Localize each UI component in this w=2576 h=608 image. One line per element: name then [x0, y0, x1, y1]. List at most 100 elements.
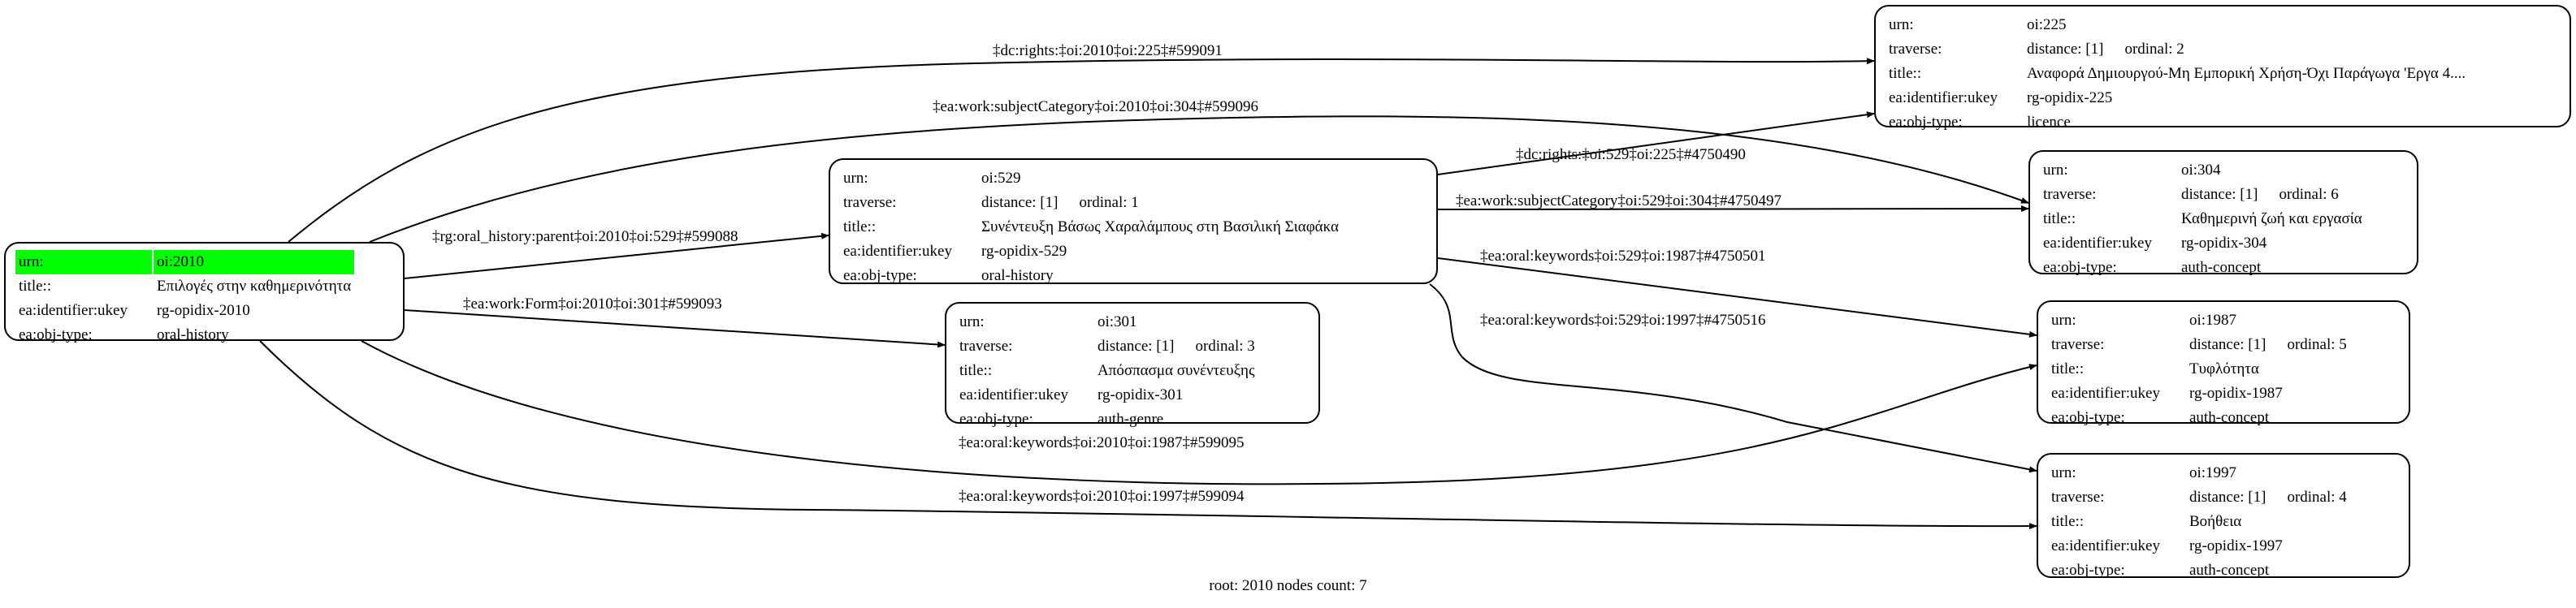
traverse-distance: distance: [1] — [2027, 41, 2104, 58]
row-value: distance: [1]ordinal: 1 — [978, 191, 1342, 215]
row-value: Επιλογές στην καθημερινότητα — [157, 278, 352, 295]
traverse-distance: distance: [1] — [1098, 338, 1175, 355]
node-row-eaidentifierukey: ea:identifier:ukey rg-opidix-1997 — [2048, 534, 2350, 558]
row-key: traverse: — [843, 194, 897, 211]
node-row-traverse: traverse: distance: [1]ordinal: 6 — [2040, 183, 2366, 207]
edge-label: ‡ea:work:subjectCategory‡oi:2010‡oi:304‡… — [933, 98, 1259, 115]
node-row-urn: urn:oi:225 — [1885, 13, 2469, 37]
row-value: rg-opidix-225 — [2027, 89, 2113, 106]
row-value: oi:1997 — [2189, 464, 2237, 481]
node-table: urn:oi:529 traverse: distance: [1]ordinal:… — [838, 166, 1344, 288]
row-value: rg-opidix-304 — [2181, 235, 2267, 252]
traverse-distance: distance: [1] — [981, 194, 1059, 211]
row-value: oi:2010 — [154, 250, 355, 274]
row-value: rg-opidix-1997 — [2189, 537, 2283, 554]
row-key: title:: — [19, 278, 52, 295]
graph-footer: root: 2010 nodes count: 7 — [1209, 577, 1367, 594]
row-key: ea:identifier:ukey — [2051, 537, 2160, 554]
node-row-title: title::Αναφορά Δημιουργού-Μη Εμπορική Χρ… — [1885, 62, 2469, 86]
node-row-urn: urn:oi:1997 — [2048, 461, 2350, 485]
node-row-eaobjtype: ea:obj-type: oral-history — [840, 264, 1342, 288]
row-key: traverse: — [959, 338, 1013, 355]
traverse-ordinal: ordinal: 4 — [2287, 489, 2347, 506]
node-row-eaobjtype: ea:obj-type:auth-concept — [2040, 256, 2366, 280]
row-value: auth-concept — [2189, 562, 2270, 579]
node-row-urn: urn:oi:301 — [956, 310, 1258, 334]
edge-label: ‡rg:oral_history:parent‡oi:2010‡oi:529‡#… — [432, 228, 738, 245]
row-key: ea:identifier:ukey — [1889, 89, 1998, 106]
row-value: auth-concept — [2189, 409, 2270, 426]
traverse-ordinal: ordinal: 3 — [1195, 338, 1255, 355]
row-value: Συνέντευξη Βάσως Χαραλάμπους στη Βασιλικ… — [981, 218, 1339, 235]
node-row-title: title::Επιλογές στην καθημερινότητα — [15, 274, 354, 299]
node-row-eaidentifierukey: ea:identifier:ukey rg-opidix-225 — [1885, 86, 2469, 110]
edge-529-1997 — [1429, 283, 2037, 473]
row-value: distance: [1]ordinal: 6 — [2178, 183, 2366, 207]
node-row-title: title::Απόσπασμα συνέντευξης — [956, 359, 1258, 383]
traverse-ordinal: ordinal: 5 — [2287, 336, 2347, 353]
row-key: urn: — [2051, 312, 2076, 329]
edge-2010-225 — [288, 58, 1875, 243]
traverse-distance: distance: [1] — [2181, 186, 2258, 203]
node-row-title: title::Βοήθεια — [2048, 510, 2350, 534]
node-row-traverse: traverse: distance: [1] ordinal: 5 — [2048, 333, 2350, 357]
row-key: urn: — [2043, 162, 2068, 179]
edge-2010-1997 — [259, 340, 2037, 530]
edge-2010-301 — [404, 309, 946, 348]
node-row-title: title::Τυφλότητα — [2048, 357, 2350, 382]
row-value: distance: [1]ordinal: 2 — [2024, 37, 2469, 62]
row-key: title:: — [959, 362, 993, 379]
row-value: distance: [1] ordinal: 5 — [2186, 333, 2350, 357]
node-row-eaidentifierukey: ea:identifier:ukey rg-opidix-301 — [956, 383, 1258, 407]
row-value: licence — [2027, 114, 2071, 131]
edge-label: ‡ea:work:subjectCategory‡oi:529‡oi:304‡#… — [1456, 192, 1782, 209]
traverse-distance: distance: [1] — [2189, 489, 2266, 506]
edge-label: ‡ea:oral:keywords‡oi:2010‡oi:1987‡#59909… — [959, 434, 1245, 451]
row-key: ea:obj-type: — [2051, 562, 2125, 579]
node-row-eaobjtype: ea:obj-type:oral-history — [15, 323, 354, 347]
node-row-eaobjtype: ea:obj-type: auth-concept — [2048, 406, 2350, 430]
row-value: Τυφλότητα — [2189, 360, 2259, 377]
row-key: traverse: — [2043, 186, 2097, 203]
row-key: ea:obj-type: — [2043, 259, 2117, 276]
row-value: rg-opidix-1987 — [2189, 385, 2283, 402]
node-529[interactable]: urn:oi:529 traverse: distance: [1]ordinal:… — [829, 158, 1438, 284]
traverse-distance: distance: [1] — [2189, 336, 2266, 353]
edge-label: ‡ea:work:Form‡oi:2010‡oi:301‡#599093 — [463, 295, 722, 313]
row-value: Απόσπασμα συνέντευξης — [1098, 362, 1255, 379]
row-value: distance: [1] ordinal: 4 — [2186, 485, 2350, 510]
row-key: traverse: — [2051, 489, 2105, 506]
node-table: urn:oi:301 traverse: distance: [1] ordinal:… — [955, 310, 1260, 432]
edge-2010-529 — [404, 232, 829, 279]
row-key: ea:identifier:ukey — [2043, 235, 2152, 252]
row-key: ea:obj-type: — [2051, 409, 2125, 426]
row-value: rg-opidix-301 — [1098, 386, 1184, 403]
row-key: ea:obj-type: — [1889, 114, 1963, 131]
edge-529-1987 — [1437, 257, 2037, 338]
node-row-traverse: traverse: distance: [1]ordinal: 1 — [840, 191, 1342, 215]
edge-label: ‡ea:oral:keywords‡oi:2010‡oi:1997‡#59909… — [959, 488, 1245, 505]
row-key: ea:obj-type: — [843, 267, 917, 284]
node-304[interactable]: urn:oi:304 traverse: distance: [1]ordinal:… — [2028, 150, 2418, 276]
node-301[interactable]: urn:oi:301 traverse: distance: [1] ordinal:… — [945, 302, 1320, 428]
row-key: traverse: — [2051, 336, 2105, 353]
row-key: ea:identifier:ukey — [959, 386, 1068, 403]
node-row-urn: urn:oi:304 — [2040, 158, 2366, 183]
row-value: rg-opidix-2010 — [157, 302, 250, 319]
row-key: ea:identifier:ukey — [2051, 385, 2160, 402]
node-row-title: title::Καθημερινή ζωή και εργασία — [2040, 207, 2366, 231]
edge-2010-304 — [369, 115, 2029, 243]
node-row-traverse: traverse: distance: [1] ordinal: 4 — [2048, 485, 2350, 510]
node-1997[interactable]: urn:oi:1997 traverse: distance: [1] ordinal… — [2037, 453, 2410, 579]
row-value: oral-history — [981, 267, 1054, 284]
row-key: title:: — [2051, 360, 2085, 377]
row-value: oi:301 — [1098, 313, 1137, 330]
row-key: urn: — [843, 170, 868, 187]
node-row-urn: urn:oi:529 — [840, 166, 1342, 191]
